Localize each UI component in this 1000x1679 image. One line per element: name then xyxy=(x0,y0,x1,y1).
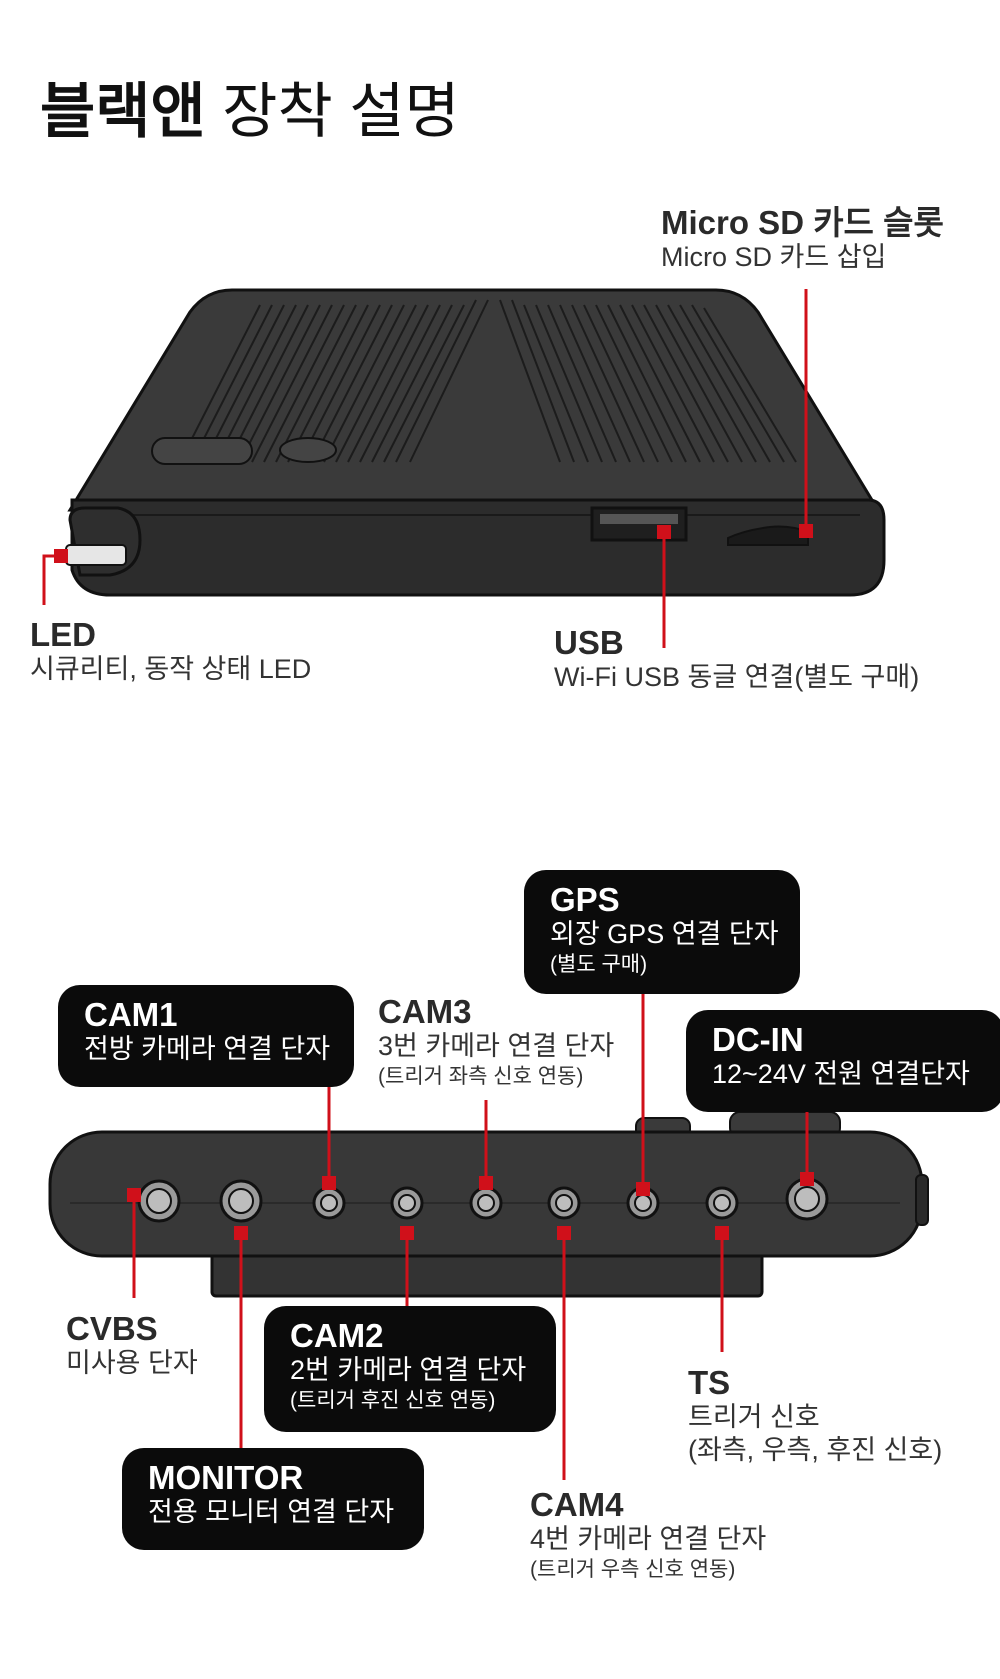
cvbs-desc: 미사용 단자 xyxy=(66,1347,198,1378)
cam3-label: CAM3 3번 카메라 연결 단자 (트리거 좌측 신호 연동) xyxy=(378,993,615,1091)
cam2-box: CAM2 2번 카메라 연결 단자 (트리거 후진 신호 연동) xyxy=(264,1306,556,1432)
usb-heading: USB xyxy=(554,624,624,661)
monitor-box: MONITOR 전용 모니터 연결 단자 xyxy=(122,1448,424,1550)
ts-label: TS 트리거 신호 (좌측, 우측, 후진 신호) xyxy=(688,1364,943,1468)
cam1-desc: 전방 카메라 연결 단자 xyxy=(84,1033,331,1064)
cam2-note: (트리거 후진 신호 연동) xyxy=(290,1389,496,1413)
cam2-heading: CAM2 xyxy=(290,1317,384,1354)
top-button-left xyxy=(151,437,253,465)
microsd-callout-dot xyxy=(799,524,813,538)
cam4-heading: CAM4 xyxy=(530,1486,624,1523)
ts-note: (좌측, 우측, 후진 신호) xyxy=(688,1435,943,1466)
rear-callouts xyxy=(132,990,809,1480)
cam1-box: CAM1 전방 카메라 연결 단자 xyxy=(58,985,354,1087)
monitor-heading: MONITOR xyxy=(148,1459,304,1496)
led-desc: 시큐리티, 동작 상태 LED xyxy=(30,653,312,684)
device-ribs xyxy=(179,299,797,463)
cam1-heading: CAM1 xyxy=(84,996,178,1033)
dcin-heading: DC-IN xyxy=(712,1021,804,1058)
dcin-desc: 12~24V 전원 연결단자 xyxy=(712,1058,970,1089)
title-rest: 장착 설명 xyxy=(222,78,460,145)
microsd-heading: Micro SD 카드 슬롯 xyxy=(661,204,944,241)
usb-desc: Wi-Fi USB 동글 연결(별도 구매) xyxy=(554,661,920,692)
rear-side-knob xyxy=(915,1174,929,1226)
monitor-desc: 전용 모니터 연결 단자 xyxy=(148,1496,395,1527)
cam4-label: CAM4 4번 카메라 연결 단자 (트리거 우측 신호 연동) xyxy=(530,1486,767,1584)
usb-callout-dot xyxy=(657,525,671,539)
top-button-right xyxy=(279,437,337,463)
cvbs-label: CVBS 미사용 단자 xyxy=(66,1310,198,1380)
led-callout-dot xyxy=(54,549,68,563)
title-brand: 블랙앤 xyxy=(40,78,206,145)
gps-box: GPS 외장 GPS 연결 단자 (별도 구매) xyxy=(524,870,800,994)
cam4-note: (트리거 우측 신호 연동) xyxy=(530,1558,736,1582)
ts-heading: TS xyxy=(688,1364,731,1401)
cam4-desc: 4번 카메라 연결 단자 xyxy=(530,1523,767,1554)
gps-heading: GPS xyxy=(550,881,620,918)
cam3-desc: 3번 카메라 연결 단자 xyxy=(378,1030,615,1061)
microsd-desc: Micro SD 카드 삽입 xyxy=(661,241,887,272)
rear-callout-dots xyxy=(127,1172,814,1240)
led-label: LED 시큐리티, 동작 상태 LED xyxy=(30,616,312,686)
usb-label: USB Wi-Fi USB 동글 연결(별도 구매) xyxy=(554,624,920,694)
cam3-heading: CAM3 xyxy=(378,993,472,1030)
ts-desc: 트리거 신호 xyxy=(688,1401,820,1432)
cvbs-heading: CVBS xyxy=(66,1310,158,1347)
cam2-desc: 2번 카메라 연결 단자 xyxy=(290,1354,527,1385)
gps-desc: 외장 GPS 연결 단자 xyxy=(550,918,779,949)
page-title: 블랙앤 장착 설명 xyxy=(40,82,460,142)
microsd-label: Micro SD 카드 슬롯 Micro SD 카드 삽입 xyxy=(661,204,944,274)
cam3-note: (트리거 좌측 신호 연동) xyxy=(378,1065,584,1089)
led-heading: LED xyxy=(30,616,96,653)
gps-note: (별도 구매) xyxy=(550,953,648,977)
dcin-box: DC-IN 12~24V 전원 연결단자 xyxy=(686,1010,1000,1112)
